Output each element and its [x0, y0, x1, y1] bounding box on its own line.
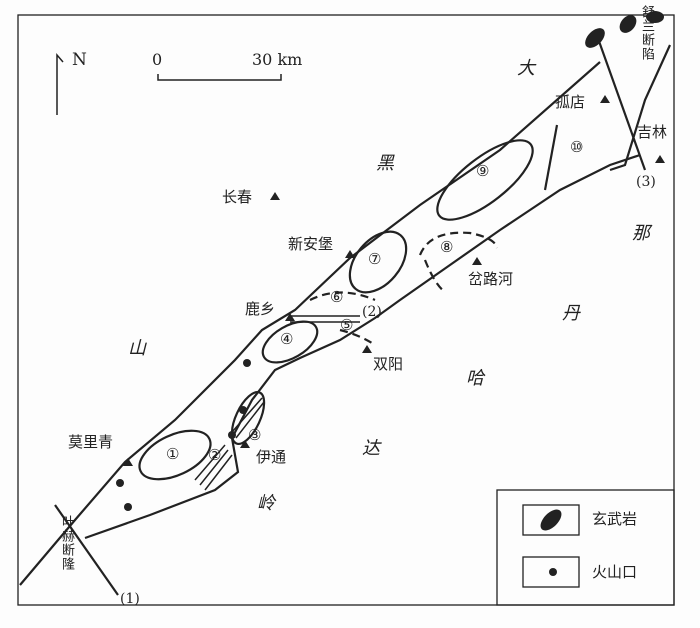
region-label: 黑 [376, 153, 394, 174]
north-arrow-icon [56, 52, 64, 115]
legend-box [496, 489, 675, 606]
city-jilin: 吉林 [637, 123, 668, 141]
fault-2-label: (2) [362, 304, 382, 320]
city-shuangyang: 双阳 [373, 355, 404, 373]
region-label: 达 [362, 438, 380, 459]
region-label: 山 [128, 338, 146, 359]
unit-7-outline [348, 230, 408, 294]
unit-4-outline [261, 320, 319, 364]
fault-lines-swarm [194, 397, 265, 491]
city-chaluhe: 岔路河 [468, 270, 514, 288]
shulan-west-fault [593, 29, 647, 171]
unit-10: ⑩ [570, 138, 584, 156]
city-gudian: 孤店 [555, 93, 586, 111]
legend-basalt-label: 玄武岩 [592, 510, 638, 528]
unit-3: ③ [248, 426, 262, 444]
unit-5: ⑤ [340, 316, 354, 334]
region-label: 岭 [257, 493, 275, 514]
unit-9-outline [436, 139, 534, 221]
unit-8: ⑧ [440, 238, 454, 256]
city-yitong: 伊通 [256, 448, 287, 466]
region-label: 哈 [466, 368, 484, 389]
city-changchun: 长春 [222, 188, 253, 206]
map-frame [17, 14, 675, 606]
unit-3-outline [230, 391, 266, 445]
basalt-bodies [585, 11, 664, 48]
internal-fault-10 [543, 124, 559, 191]
basalt-legend-icon [540, 509, 562, 531]
graben-se-boundary [84, 153, 641, 540]
region-label: 丹 [562, 303, 580, 324]
unit-4: ④ [280, 330, 294, 348]
unit-9: ⑨ [476, 162, 490, 180]
north-label: N [72, 50, 87, 70]
vent-legend-icon [549, 568, 557, 576]
city-molijing: 莫里青 [68, 433, 114, 451]
fault-2-double [290, 315, 360, 323]
scale-bar [157, 74, 282, 81]
region-label: 那 [632, 223, 650, 244]
shulan-fault-label: 舒兰断陷 [639, 5, 654, 61]
city-luxiang: 鹿乡 [245, 300, 276, 318]
shulan-east-fault [609, 44, 672, 172]
fault-3-label: (3) [636, 174, 656, 190]
legend-vent-label: 火山口 [592, 563, 638, 581]
unit-7: ⑦ [368, 250, 382, 268]
unit-5-6-outline [309, 291, 376, 346]
city-xinanbao: 新安堡 [288, 235, 334, 253]
unit-1: ① [166, 445, 180, 463]
scale-zero: 0 [152, 50, 163, 69]
scale-distance: 30 km [252, 50, 303, 69]
yehe-fault-label: 叶赫断隆 [59, 515, 74, 571]
unit-6: ⑥ [330, 288, 344, 306]
yehe-fault [54, 504, 119, 596]
unit-2: ② [208, 446, 222, 464]
unit-1-outline [138, 429, 212, 481]
region-label: 大 [517, 58, 535, 79]
fault-1-label: (1) [120, 591, 140, 607]
volcanic-vents [116, 359, 251, 511]
unit-8-outline [418, 231, 499, 293]
city-markers [123, 95, 665, 466]
